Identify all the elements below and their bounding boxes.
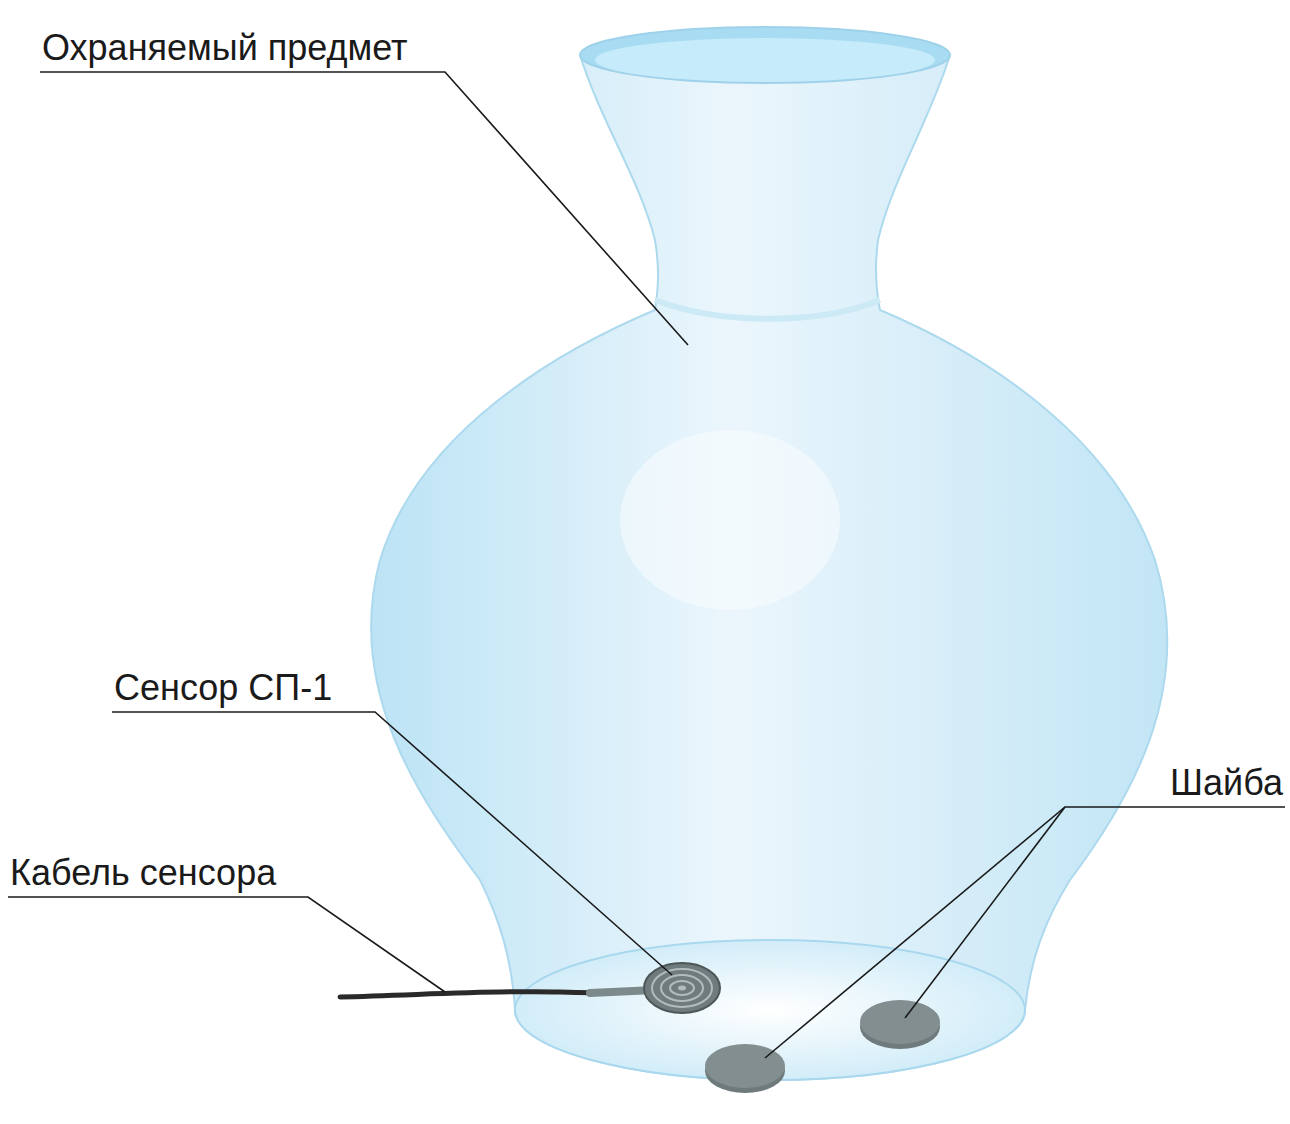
- leader-line: [8, 897, 445, 992]
- part-label: Охраняемый предмет: [42, 28, 408, 68]
- vase-rim-inner: [595, 38, 935, 82]
- leader-lines: [8, 72, 1285, 1058]
- vase-body: [371, 55, 1167, 1080]
- vase-neck-shade: [655, 300, 880, 319]
- leader-line: [905, 807, 1065, 1018]
- leader-line: [40, 72, 688, 345]
- sensor-disc: [644, 963, 720, 1013]
- washer: [860, 1000, 940, 1049]
- part-label: Кабель сенсора: [10, 853, 276, 893]
- leader-line: [112, 712, 672, 975]
- leader-line: [765, 807, 1285, 1058]
- vase-rim: [580, 27, 950, 83]
- part-label: Шайба: [1170, 763, 1283, 803]
- part-label: Сенсор СП-1: [114, 668, 332, 708]
- vase-highlight: [620, 430, 840, 610]
